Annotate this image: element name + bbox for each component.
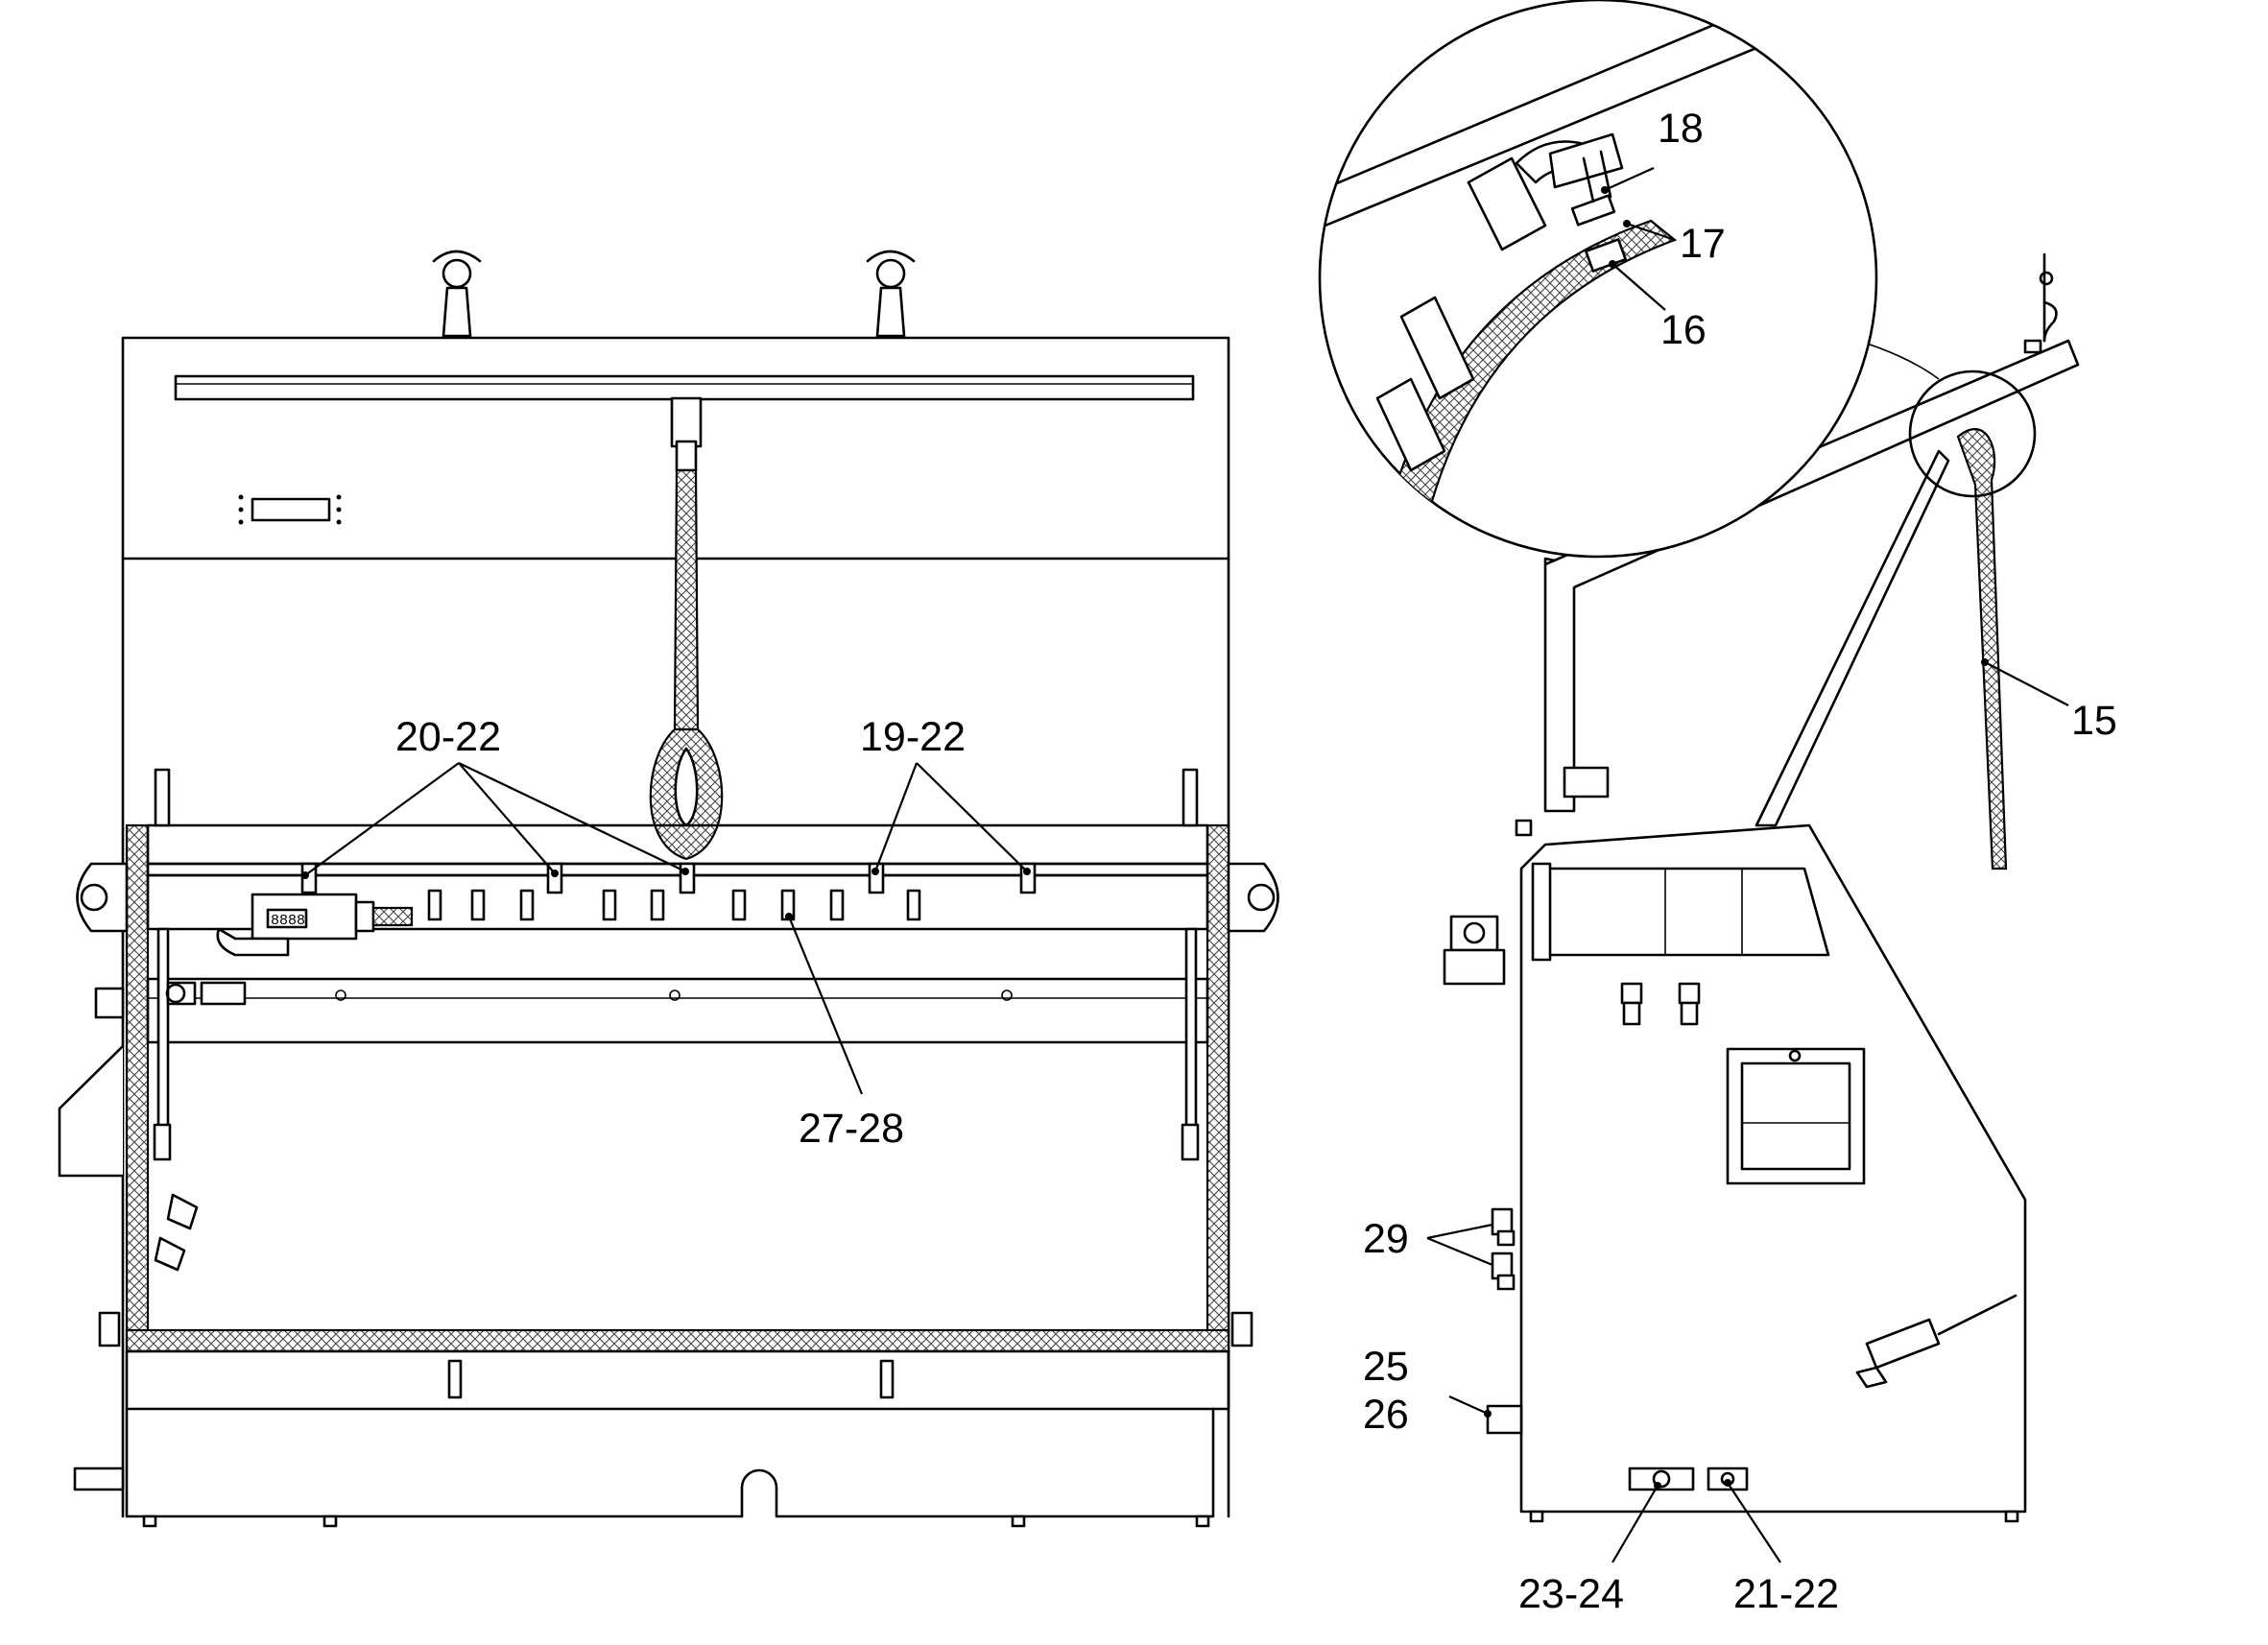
spray-gun [1855, 1294, 2017, 1389]
base-brackets [447, 1359, 895, 1399]
fitting-25-26 [1486, 1404, 1523, 1435]
display-digits: 8888 [271, 913, 305, 929]
bottom-fittings [1628, 1466, 1749, 1491]
hatched-frame [125, 823, 1230, 1353]
callout-17: 17 [1680, 221, 1726, 267]
callout-23-24: 23-24 [1518, 1571, 1624, 1617]
drain-fitting [73, 1466, 125, 1491]
callout-18: 18 [1658, 106, 1704, 152]
fittings-29 [1491, 1207, 1516, 1291]
leaders-side [1426, 658, 2069, 1563]
side-bracket-left [58, 1045, 124, 1178]
detail-marker [1908, 370, 2037, 498]
label-plate [238, 494, 342, 525]
callout-21-22: 21-22 [1733, 1571, 1839, 1617]
hose-front [649, 396, 724, 861]
rod-right [1181, 768, 1200, 1161]
left-fittings [94, 981, 247, 1272]
feet-side [1529, 1510, 2019, 1523]
side-fittings [1443, 766, 1701, 1026]
feet-front [142, 1514, 1210, 1528]
front-view: 8888 [58, 250, 1279, 1528]
callout-15: 15 [2071, 698, 2117, 744]
leaders-front [301, 762, 1031, 1095]
top-rail [174, 374, 1195, 401]
callout-27-28: 27-28 [799, 1106, 904, 1152]
lug-left [76, 862, 129, 933]
callout-20-22: 20-22 [395, 714, 501, 760]
callout-26: 26 [1363, 1392, 1409, 1438]
callout-labels: 20-22 19-22 27-28 15 18 17 16 29 25 26 2… [395, 106, 2117, 1617]
nozzle-row [300, 862, 1037, 921]
rod-left [153, 768, 172, 1161]
hose-hanger [2023, 252, 2058, 354]
side-panel [1726, 1047, 1866, 1185]
callout-19-22: 19-22 [860, 714, 966, 760]
display-unit: 8888 [216, 893, 414, 957]
lug-right [1227, 862, 1279, 933]
handle-left [432, 250, 482, 338]
callout-29: 29 [1363, 1216, 1409, 1262]
callout-25: 25 [1363, 1344, 1409, 1390]
callout-16: 16 [1660, 307, 1707, 353]
handle-right [866, 250, 916, 338]
corner-clamps [98, 1311, 1253, 1347]
